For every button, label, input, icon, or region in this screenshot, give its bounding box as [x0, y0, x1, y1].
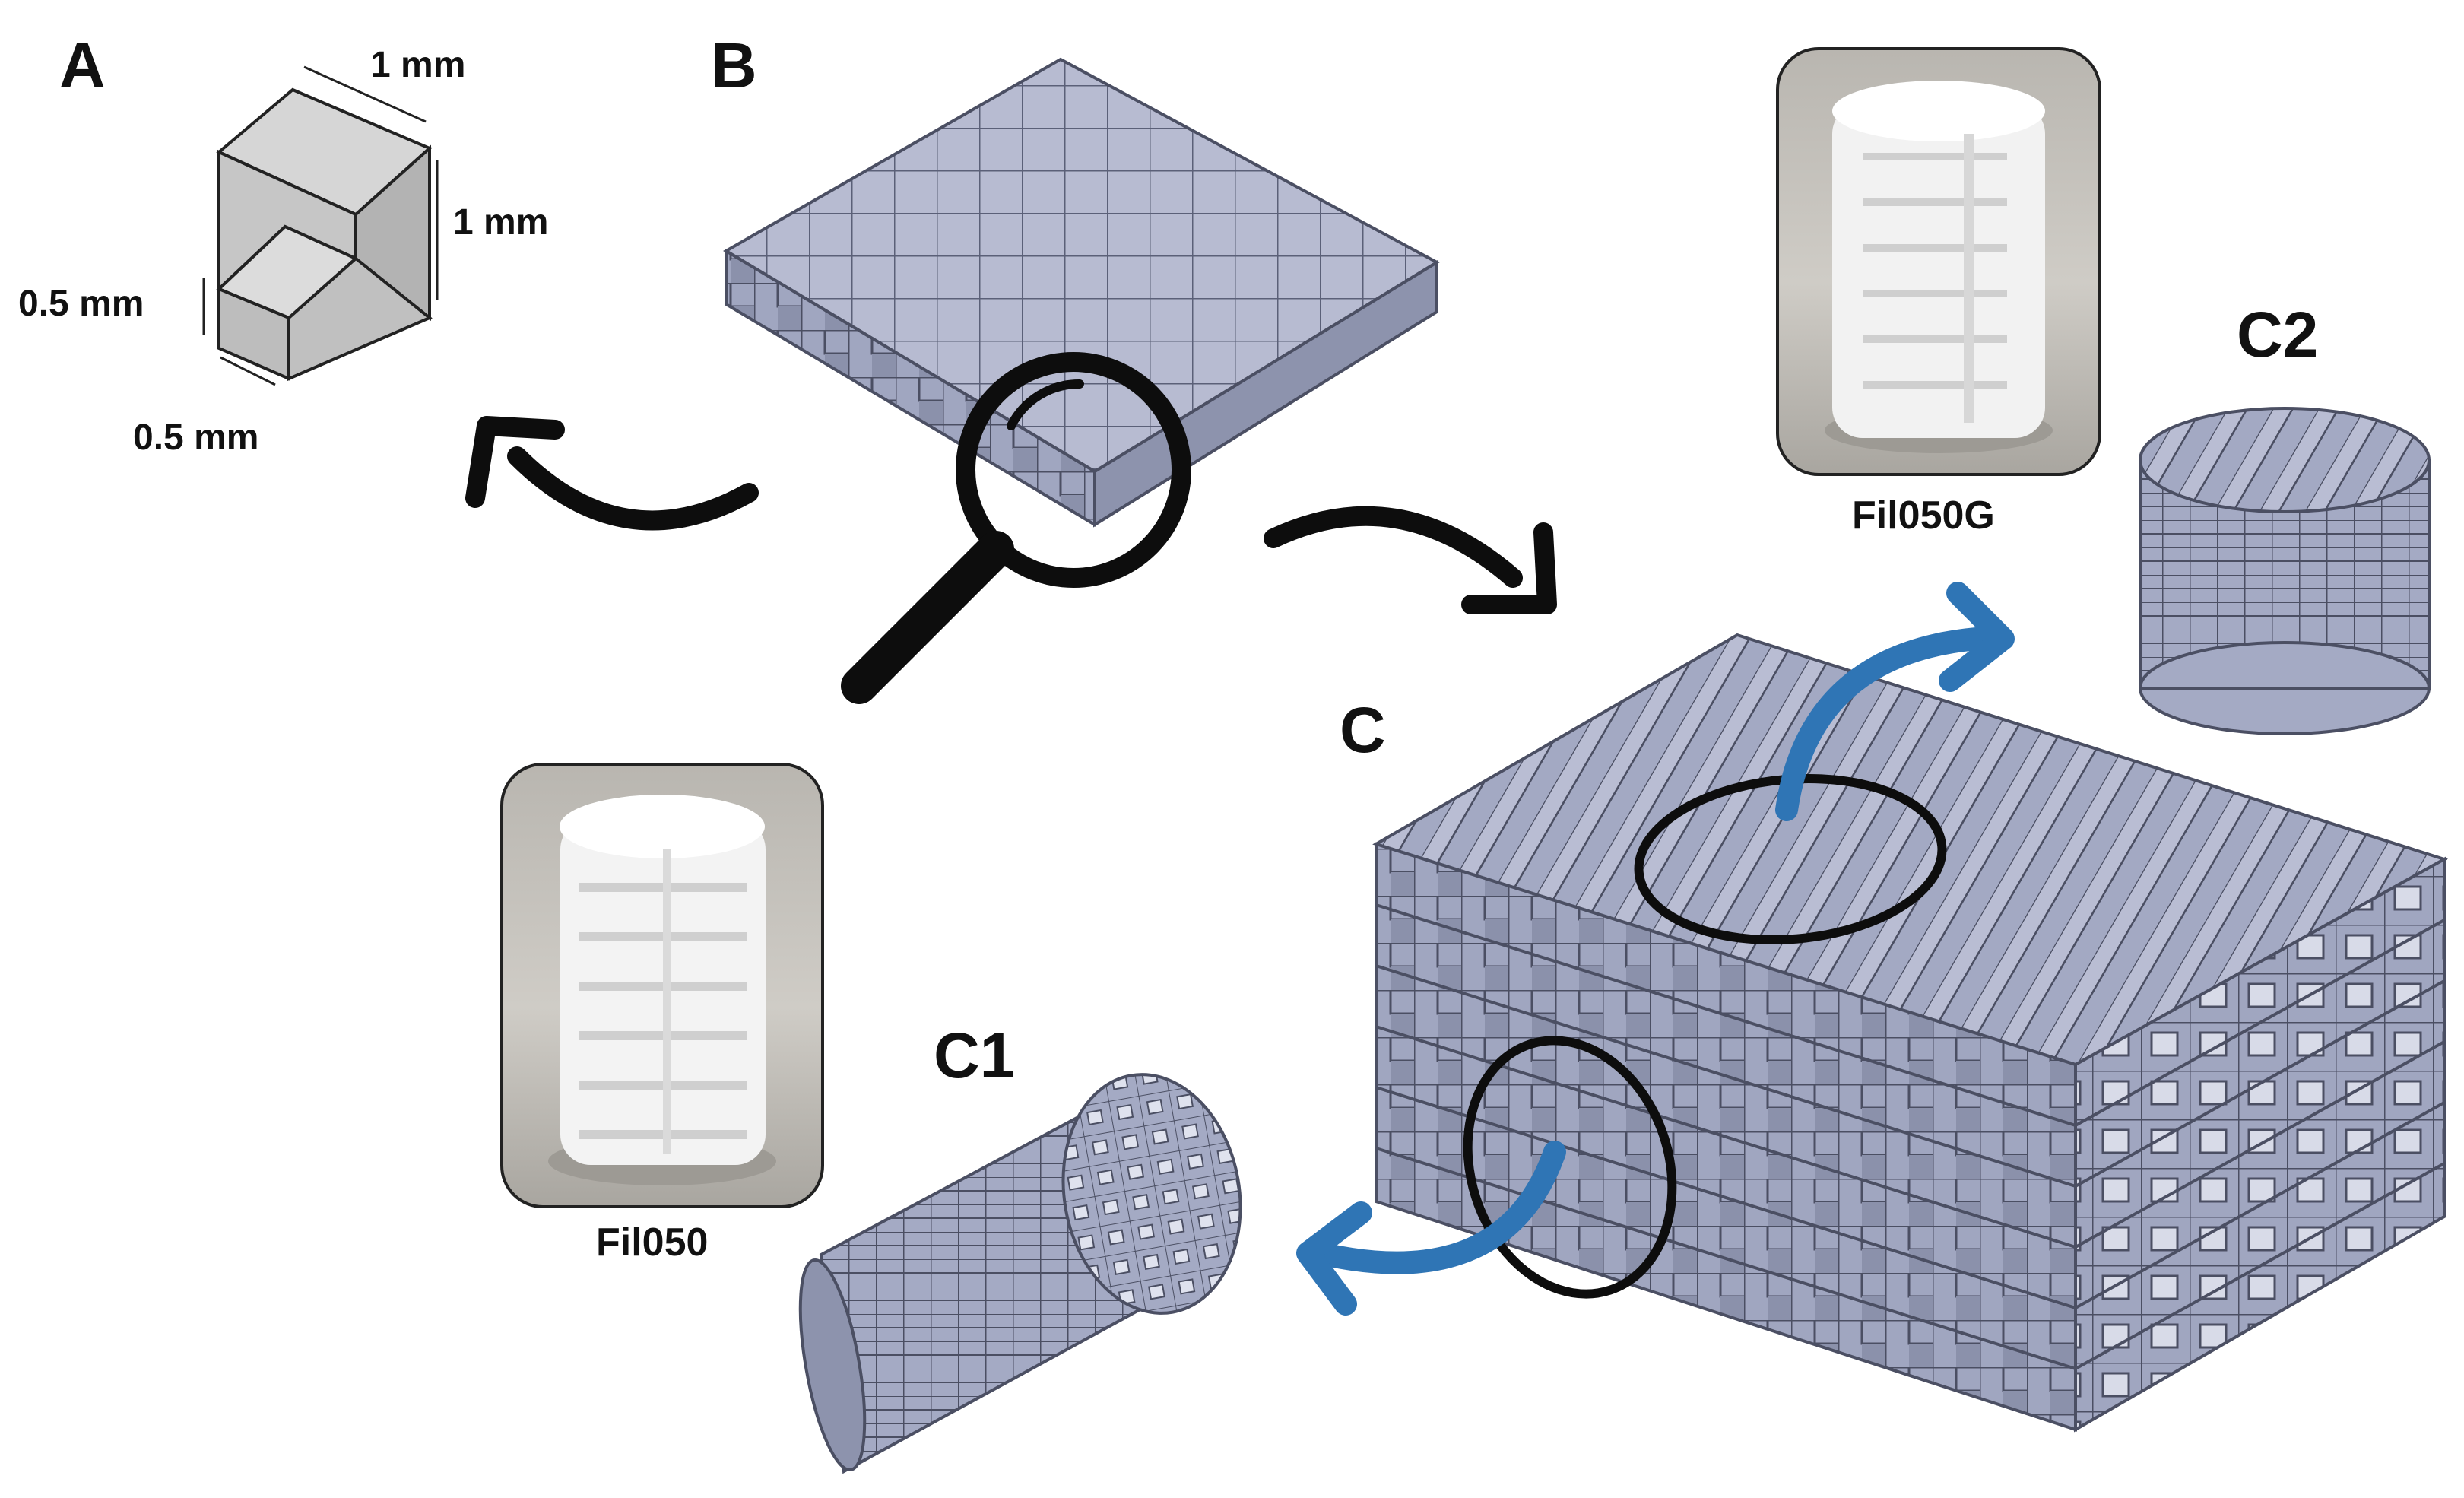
lattice-cube [1372, 633, 2449, 1433]
lattice-plate [723, 57, 1441, 528]
magnifier-icon [841, 352, 1191, 704]
curved-arrow-icon [465, 416, 759, 531]
panel-label-a: A [59, 30, 106, 101]
panel-label-c1: C1 [934, 1020, 1016, 1091]
lattice-cylinder-c1 [798, 1073, 1242, 1474]
dimension-label-left: 0.5 mm [18, 284, 144, 324]
dimension-label-top: 1 mm [370, 45, 466, 85]
curved-arrow-icon [1775, 582, 2015, 821]
caption-fil050g: Fil050G [1852, 494, 1995, 538]
photo-fil050g [1776, 47, 2101, 476]
lattice-cylinder-c2 [2139, 407, 2431, 735]
photo-fil050 [500, 763, 824, 1208]
caption-fil050: Fil050 [596, 1220, 709, 1265]
curved-arrow-icon [1264, 506, 1557, 614]
unit-cell-drawing [202, 65, 439, 386]
dimension-label-right: 1 mm [453, 202, 549, 243]
panel-label-b: B [711, 30, 757, 101]
dimension-label-bottom: 0.5 mm [133, 417, 259, 458]
curved-arrow-icon [1296, 1141, 1566, 1316]
panel-label-c2: C2 [2237, 299, 2319, 370]
panel-label-c: C [1340, 694, 1386, 766]
